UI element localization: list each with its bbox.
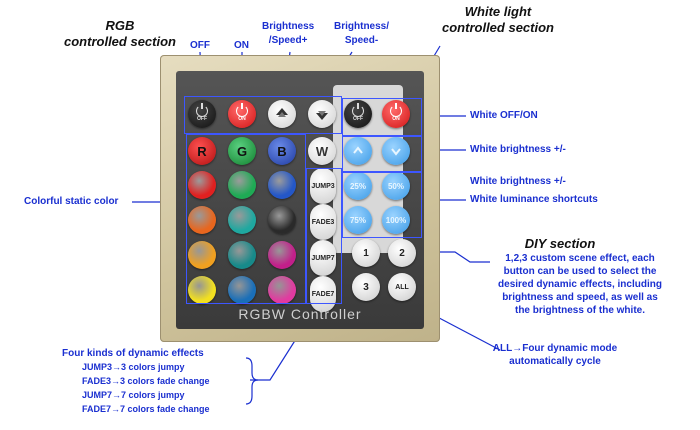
diy-description: 1,2,3 custom scene effect, each button c… [498,253,662,316]
color-button[interactable] [268,276,296,304]
brightness-minus-label: Brightness/ Speed- [334,21,390,46]
remote-model-name: RGBW Controller [238,306,362,322]
all-button[interactable]: ALL [388,273,416,301]
white-off-on-label: White OFF/ON [470,110,538,121]
brightness-speed-minus-button[interactable] [308,100,336,128]
color-button[interactable] [228,276,256,304]
white-brightness-down-button[interactable] [382,137,410,165]
off-label: OFF [190,40,210,51]
dynamic-fade7-label: FADE7→7 colors fade change [82,404,210,414]
colorful-static-label: Colorful static color [24,196,119,207]
chevron-down-icon [391,148,401,156]
color-button[interactable] [188,241,216,269]
jump7-button[interactable]: JUMP7 [310,240,336,276]
white-section-label: White light controlled section [442,4,554,35]
color-button[interactable] [268,206,296,234]
rgb-section-label: RGB controlled section [64,18,176,49]
r-button[interactable]: R [188,137,216,165]
diy-3-button[interactable]: 3 [352,273,380,301]
color-button[interactable] [268,171,296,199]
diy-1-button[interactable]: 1 [352,239,380,267]
chevron-down-icon [316,111,328,120]
dynamic-buttons-highlight [306,168,342,304]
all-description: ALL→Four dynamic mode automatically cycl… [492,343,618,367]
color-button[interactable] [228,241,256,269]
white-brightness-up-button[interactable] [344,137,372,165]
w-button[interactable]: W [308,137,336,165]
top-row-highlight [184,96,342,134]
diy-2-button[interactable]: 2 [388,239,416,267]
white-onoff-highlight [342,98,422,136]
white-luminance-highlight [342,172,422,238]
dynamic-jump3-label: JUMP3→3 colors jumpy [82,362,185,372]
color-button[interactable] [188,276,216,304]
color-button[interactable] [188,206,216,234]
dynamic-effects-title: Four kinds of dynamic effects [62,348,204,359]
brightness-speed-plus-button[interactable] [268,100,296,128]
color-grid-highlight [186,134,306,304]
brightness-plus-label: Brightness /Speed+ [262,21,315,46]
white-brightness-highlight [342,136,422,172]
color-button[interactable] [228,206,256,234]
white-brightness-label: White brightness +/- [470,144,566,155]
diy-section-title: DIY section [524,236,596,251]
white-brightness-label-2: White brightness +/- [470,176,566,187]
chevron-up-icon [353,146,363,154]
dynamic-jump7-label: JUMP7→7 colors jumpy [82,390,185,400]
jump3-button[interactable]: JUMP3 [310,168,336,204]
dynamic-fade3-label: FADE3→3 colors fade change [82,376,210,386]
color-button[interactable] [188,171,216,199]
color-button[interactable] [228,171,256,199]
fade3-button[interactable]: FADE3 [310,204,336,240]
fade7-button[interactable]: FADE7 [310,276,336,312]
white-luminance-label: White luminance shortcuts [470,194,598,205]
white-on-button[interactable]: ON [382,100,410,128]
color-button[interactable] [268,241,296,269]
chevron-up-icon [276,108,288,117]
on-label: ON [234,40,249,51]
